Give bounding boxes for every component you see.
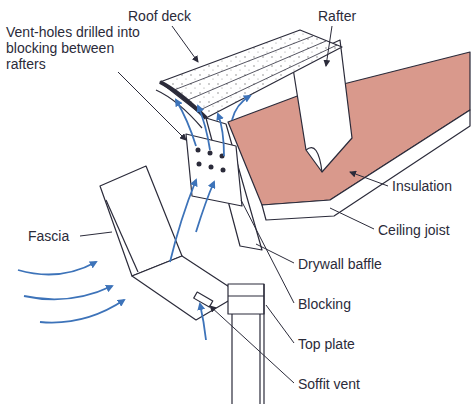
- part-label: Rafter: [318, 8, 356, 24]
- part-label: Insulation: [392, 178, 452, 194]
- ceiling-joist: [262, 110, 470, 220]
- part-label: Drywall baffle: [298, 256, 382, 272]
- structure: [100, 30, 470, 404]
- top-plate: [228, 284, 264, 314]
- part-label: Roof deck: [128, 8, 191, 24]
- part-label: Fascia: [28, 228, 69, 244]
- airflow-arrows: [18, 96, 250, 340]
- part-label: Top plate: [298, 336, 355, 352]
- part-label: Ceiling joist: [378, 222, 450, 238]
- part-label: Soffit vent: [298, 376, 360, 392]
- roof-shingles: [160, 30, 342, 118]
- part-label: Blocking: [298, 296, 351, 312]
- blocking: [186, 134, 242, 206]
- leader-lines: [80, 26, 388, 383]
- soffit-vent: [194, 292, 213, 307]
- part-label: Vent-holes drilled into blocking between…: [6, 24, 156, 72]
- soffit: [132, 256, 240, 320]
